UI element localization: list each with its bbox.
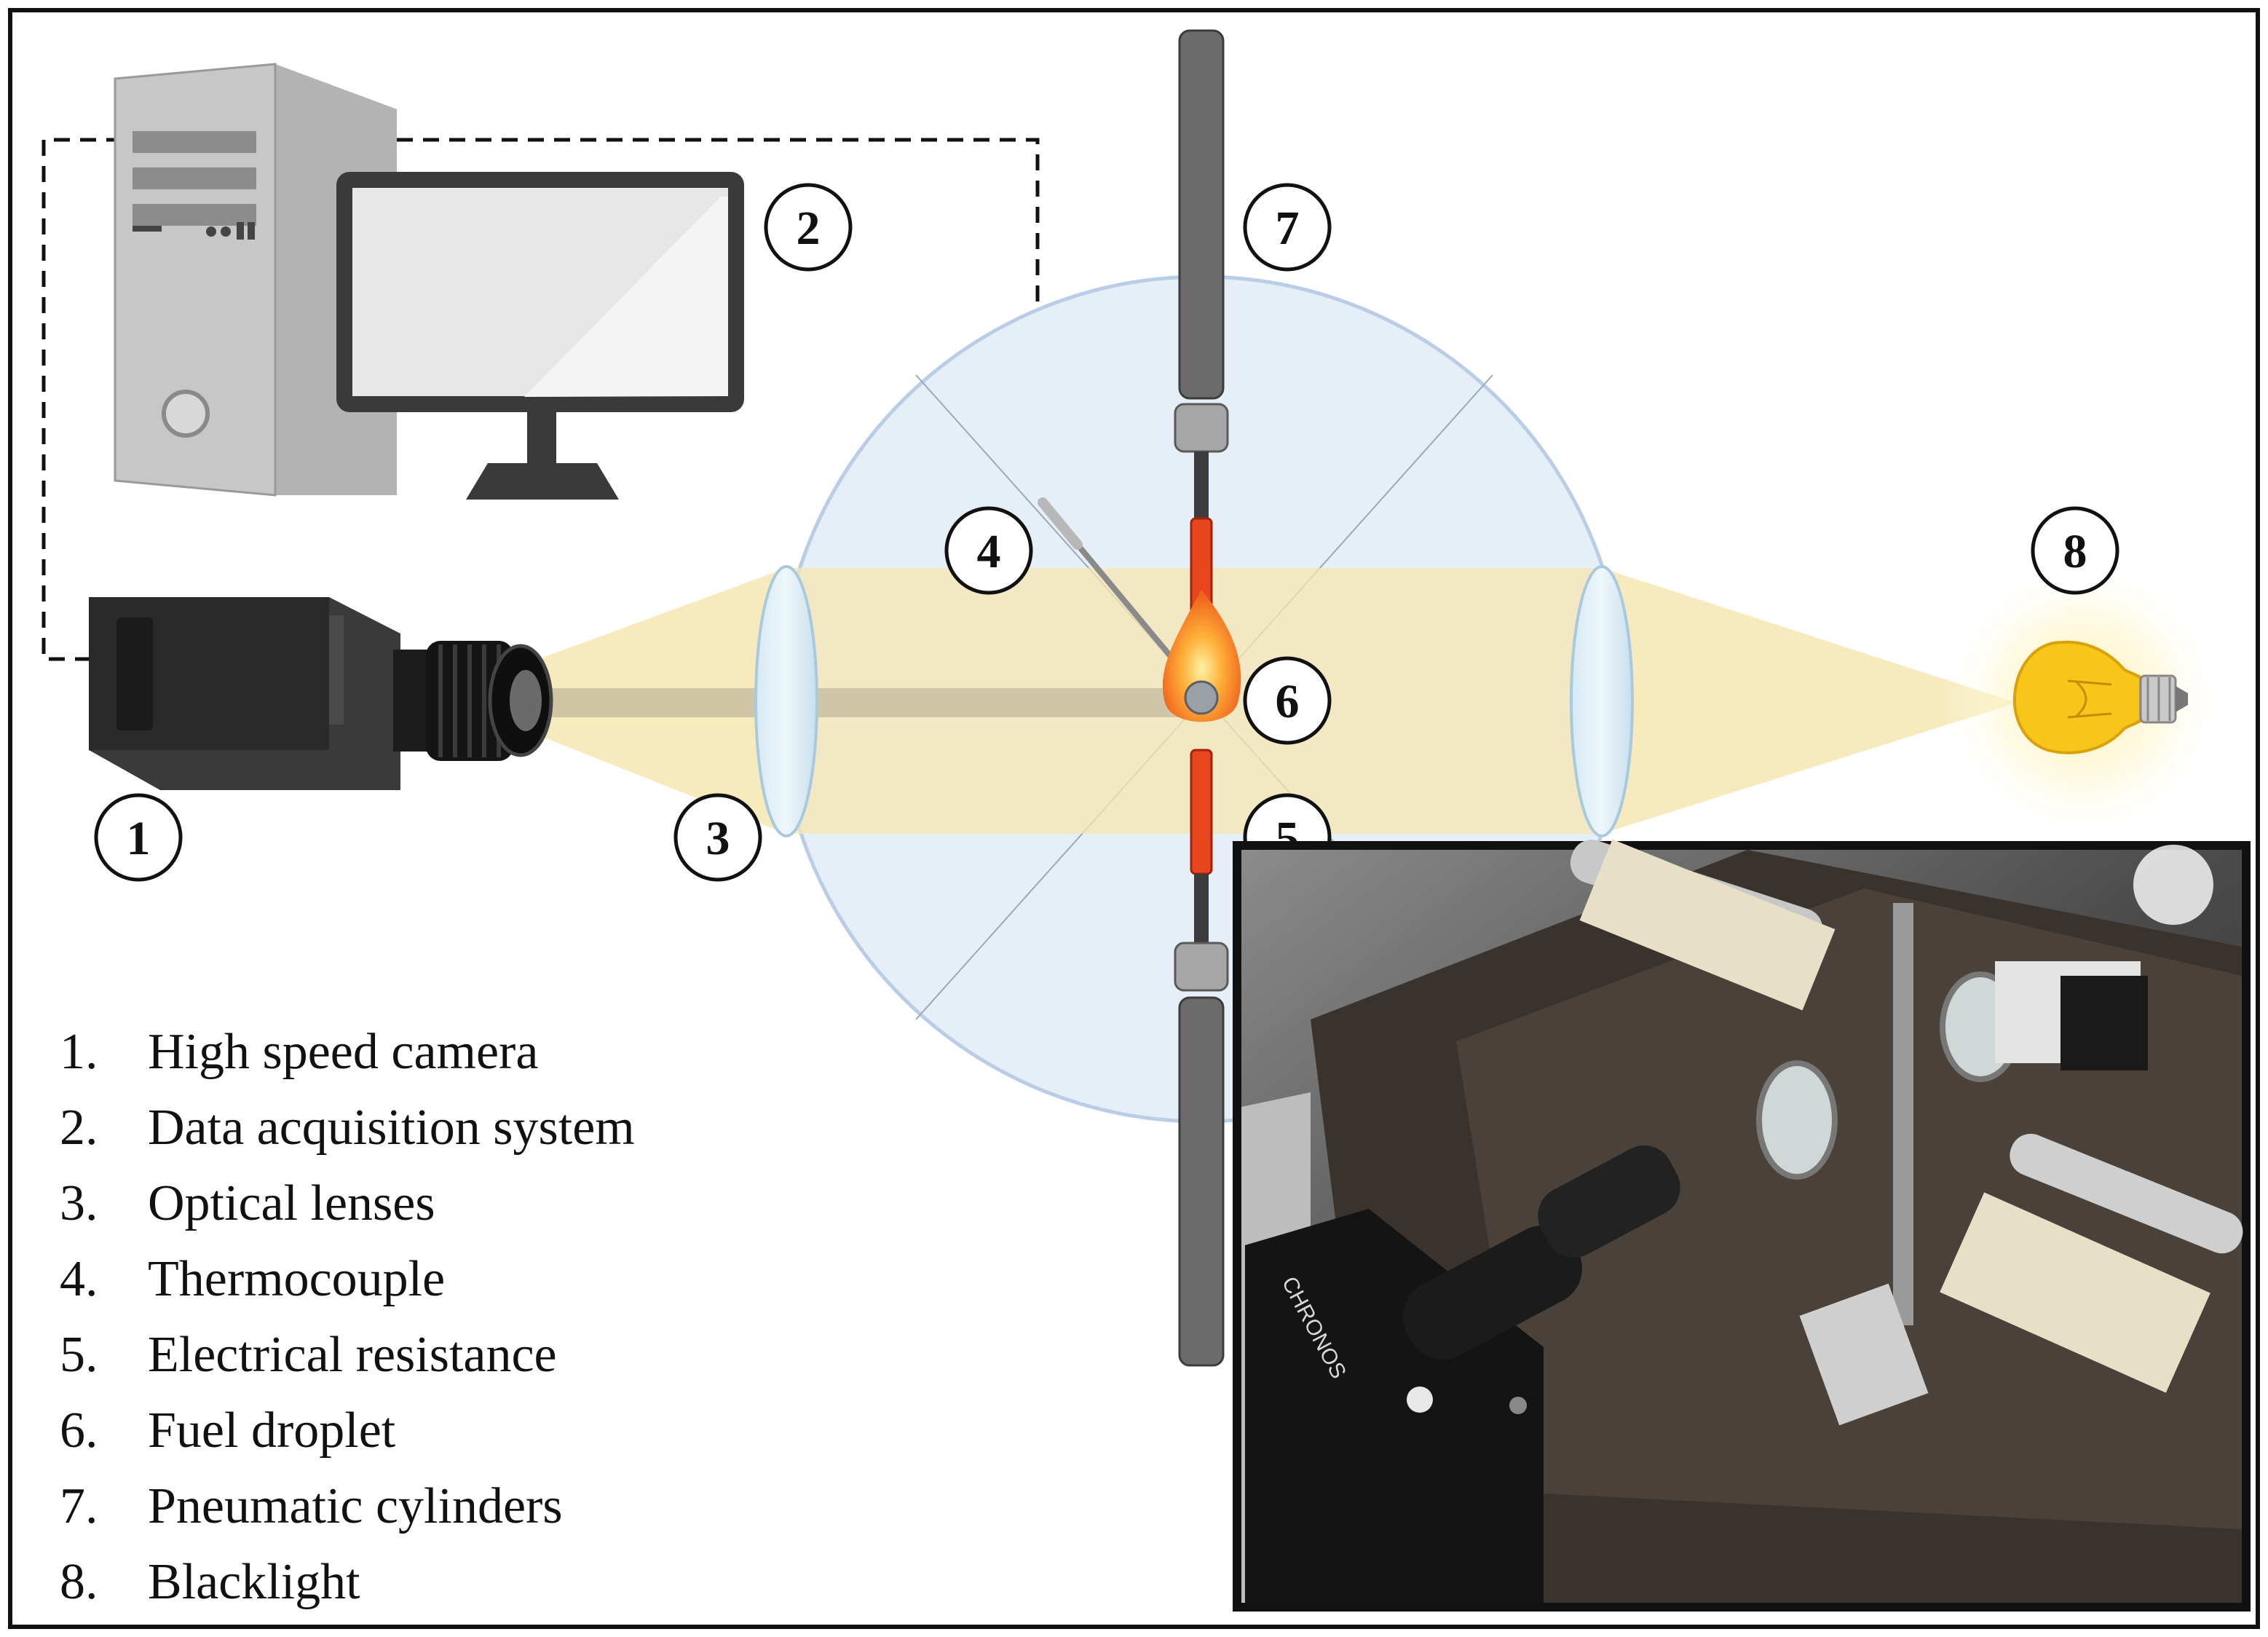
pneumatic-cylinder-top [1178, 29, 1225, 400]
legend-text: High speed camera [148, 1024, 538, 1080]
legend-text: Pneumatic cylinders [148, 1478, 563, 1534]
flame-icon [1162, 590, 1241, 722]
callout-6: 6 [1243, 656, 1332, 745]
legend-num: 2. [60, 1100, 98, 1156]
legend-num: 4. [60, 1251, 98, 1307]
rod-bottom [1194, 874, 1209, 943]
pneumatic-cylinder-bottom [1178, 996, 1225, 1367]
monitor-icon [336, 172, 744, 500]
cylinder-coupler-bottom [1174, 942, 1229, 992]
optical-lens-left [754, 565, 818, 837]
callout-2: 2 [764, 183, 853, 272]
fuel-droplet [1184, 680, 1219, 715]
legend-text: Blacklight [148, 1554, 360, 1610]
callout-8: 8 [2031, 506, 2119, 595]
setup-photo: CHRONOS [1233, 839, 2251, 1612]
rod-top [1194, 451, 1209, 521]
callout-1: 1 [94, 793, 183, 882]
legend-text: Electrical resistance [148, 1327, 557, 1383]
legend-num: 8. [60, 1554, 98, 1610]
callout-8-label: 8 [2063, 525, 2087, 578]
callout-3-label: 3 [706, 812, 730, 865]
callout-1-label: 1 [127, 812, 151, 865]
cylinder-coupler-top [1174, 403, 1229, 453]
legend-num: 1. [60, 1024, 98, 1080]
legend-num: 6. [60, 1403, 98, 1459]
electrical-resistance-bottom [1190, 749, 1213, 875]
legend-text: Thermocouple [148, 1251, 445, 1307]
callout-4: 4 [944, 506, 1033, 595]
optical-axis [539, 688, 1223, 717]
legend-text: Fuel droplet [148, 1403, 396, 1459]
legend-text: Optical lenses [148, 1175, 435, 1231]
callout-6-label: 6 [1276, 675, 1300, 728]
optical-lens-right [1570, 565, 1634, 837]
light-bulb-icon [1944, 561, 2221, 837]
callout-7: 7 [1243, 183, 1332, 272]
high-speed-camera-icon [89, 597, 553, 790]
legend-num: 5. [60, 1327, 98, 1383]
light-beam-lamp-side [1602, 568, 2017, 834]
legend: 1. High speed camera 2. Data acquisition… [60, 1024, 635, 1610]
legend-text: Data acquisition system [148, 1100, 635, 1156]
callout-4-label: 4 [977, 525, 1001, 578]
callout-2-label: 2 [797, 202, 821, 255]
legend-num: 7. [60, 1478, 98, 1534]
callout-3: 3 [673, 793, 762, 882]
callout-7-label: 7 [1276, 202, 1300, 255]
thermocouple-sheath [1038, 497, 1083, 550]
legend-num: 3. [60, 1175, 98, 1231]
